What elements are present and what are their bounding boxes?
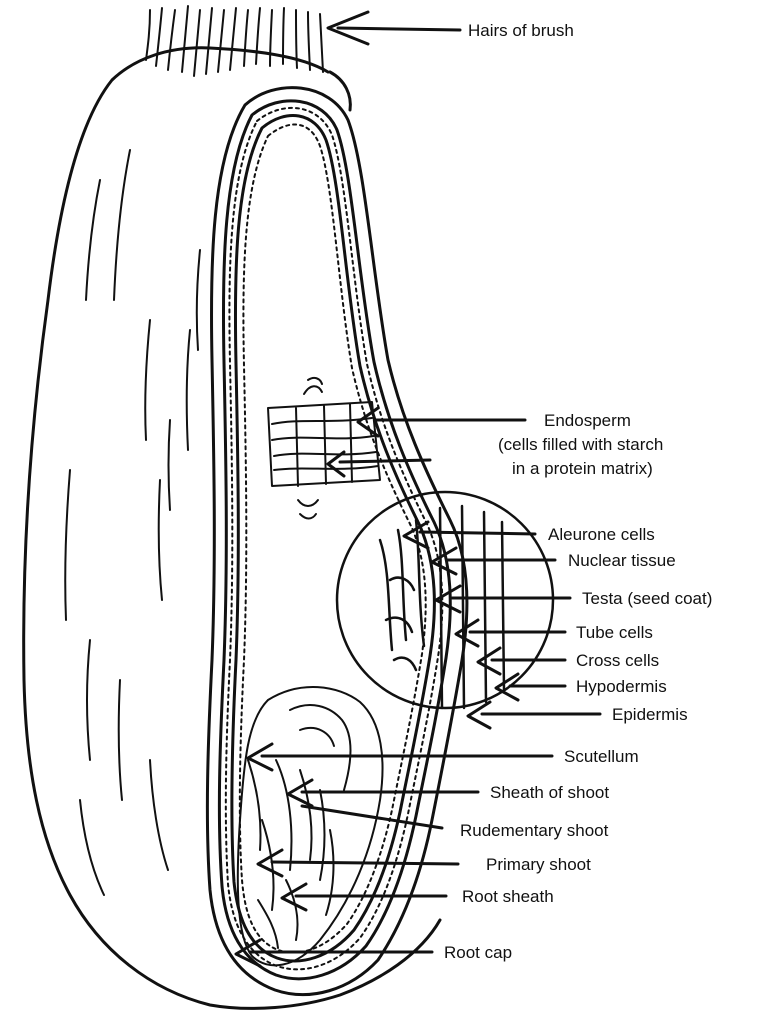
label-endosperm: Endosperm [544,411,631,430]
kernel-surface-strokes [65,150,200,895]
label-endosperm-note-2: in a protein matrix) [512,459,653,478]
label-cross-cells: Cross cells [576,651,659,670]
label-root-sheath: Root sheath [462,887,554,906]
label-nuclear-tissue: Nuclear tissue [568,551,676,570]
brush-hairs [146,6,323,76]
embryo [238,687,383,965]
label-aleurone-cells: Aleurone cells [548,525,655,544]
label-epidermis: Epidermis [612,705,688,724]
label-root-cap: Root cap [444,943,512,962]
label-hypodermis: Hypodermis [576,677,667,696]
label-rudementary-shoot: Rudementary shoot [460,821,609,840]
label-primary-shoot: Primary shoot [486,855,591,874]
label-testa: Testa (seed coat) [582,589,712,608]
label-tube-cells: Tube cells [576,623,653,642]
endosperm-cells [268,378,380,519]
magnified-detail-circle [337,492,553,708]
label-endosperm-note-1: (cells filled with starch [498,435,663,454]
label-sheath-of-shoot: Sheath of shoot [490,783,609,802]
label-scutellum: Scutellum [564,747,639,766]
label-hairs-of-brush: Hairs of brush [468,21,574,40]
